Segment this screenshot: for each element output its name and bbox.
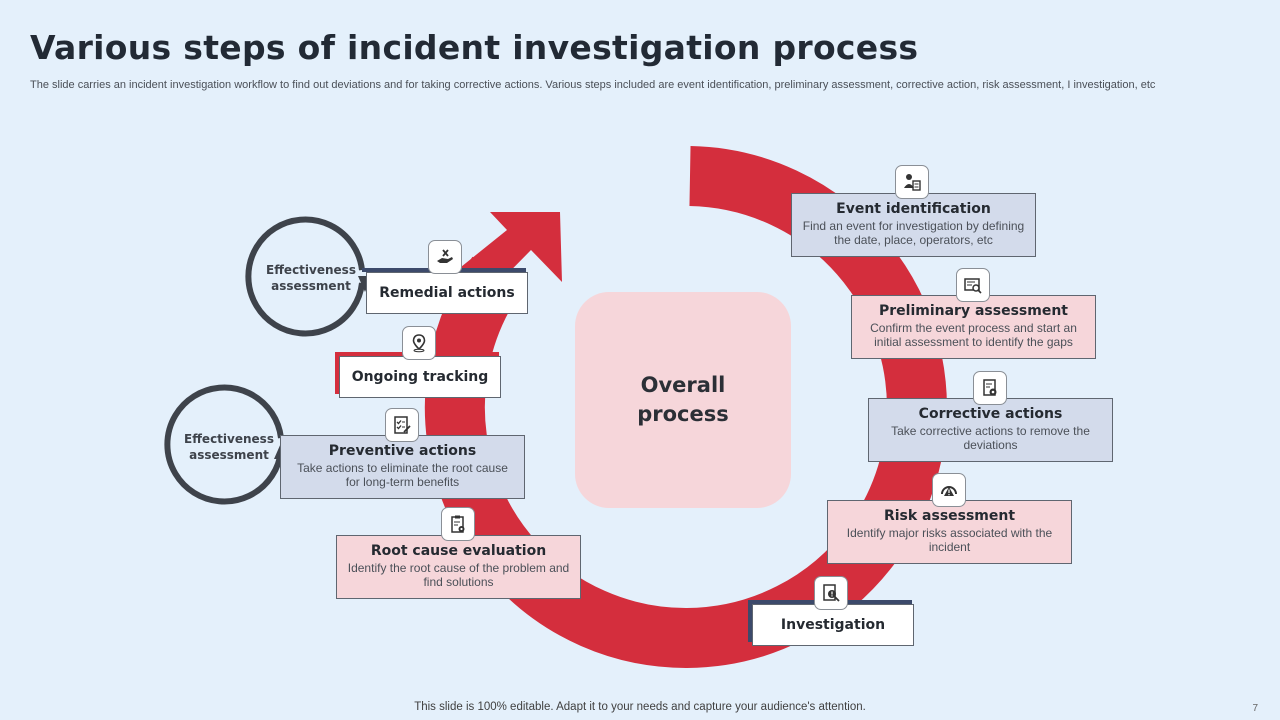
step-ongoing-tracking: Ongoing tracking (339, 356, 501, 398)
checklist-icon (385, 408, 419, 442)
step-title: Root cause evaluation (370, 543, 547, 559)
clipboard-gear-icon (441, 507, 475, 541)
warning-gauge-icon (932, 473, 966, 507)
step-corrective-actions: Corrective actions Take corrective actio… (868, 398, 1113, 462)
checklist-gear-icon (973, 371, 1007, 405)
slide-subtitle: The slide carries an incident investigat… (30, 79, 1156, 91)
step-title: Remedial actions (379, 284, 515, 301)
location-pin-icon (402, 326, 436, 360)
document-search-icon (956, 268, 990, 302)
center-box: Overall process (575, 292, 791, 508)
step-title: Investigation (780, 616, 886, 633)
step-description: Find an event for investigation by defin… (802, 219, 1025, 247)
step-title: Event identification (836, 201, 991, 217)
step-root-cause-evaluation: Root cause evaluation Identify the root … (336, 535, 581, 599)
center-label: Overall process (637, 373, 729, 426)
step-risk-assessment: Risk assessment Identify major risks ass… (827, 500, 1072, 564)
step-title: Ongoing tracking (351, 368, 489, 385)
step-description: Take corrective actions to remove the de… (891, 424, 1090, 452)
hand-tools-icon (428, 240, 462, 274)
step-remedial-actions: Remedial actions (366, 272, 528, 314)
person-document-icon (895, 165, 929, 199)
effectiveness-label-top: Effectiveness assessment (266, 263, 356, 293)
step-preventive-actions: Preventive actions Take actions to elimi… (280, 435, 525, 499)
slide-title: Various steps of incident investigation … (30, 28, 919, 67)
step-description: Take actions to eliminate the root cause… (297, 461, 508, 489)
page-number: 7 (1252, 703, 1258, 714)
footer-note: This slide is 100% editable. Adapt it to… (414, 701, 866, 713)
step-title: Preliminary assessment (879, 303, 1068, 319)
accent-bar-side (335, 352, 339, 394)
small-cycle-arrow-top (245, 216, 365, 337)
step-title: Preventive actions (328, 443, 477, 459)
step-description: Identify major risks associated with the… (846, 526, 1053, 554)
step-preliminary-assessment: Preliminary assessment Confirm the event… (851, 295, 1096, 359)
step-title: Risk assessment (883, 508, 1016, 524)
step-description: Identify the root cause of the problem a… (347, 561, 570, 589)
step-description: Confirm the event process and start an i… (870, 321, 1077, 349)
magnifier-document-icon (814, 576, 848, 610)
small-cycle-arrow-bottom (164, 384, 284, 505)
step-title: Corrective actions (918, 406, 1063, 422)
step-investigation: Investigation (752, 604, 914, 646)
effectiveness-label-bottom: Effectiveness assessment (184, 432, 274, 462)
step-event-identification: Event identification Find an event for i… (791, 193, 1036, 257)
accent-bar-side (748, 600, 752, 642)
